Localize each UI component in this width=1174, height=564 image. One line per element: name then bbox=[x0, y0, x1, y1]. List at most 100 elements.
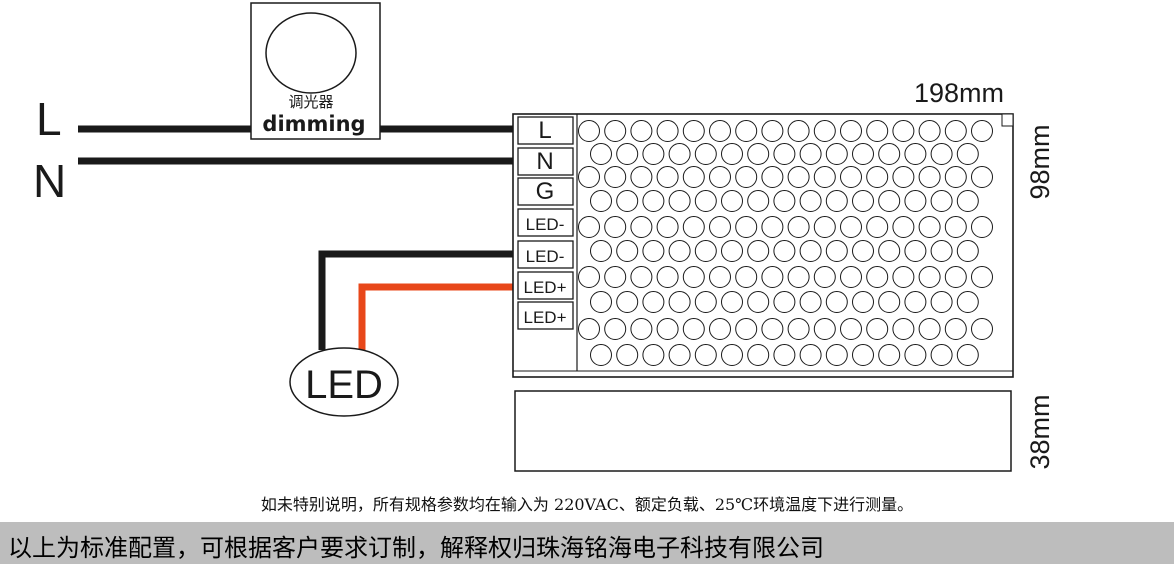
vent-hole bbox=[799, 143, 822, 165]
vent-hole bbox=[904, 291, 927, 313]
vent-hole bbox=[878, 344, 901, 366]
vent-hole bbox=[956, 190, 979, 212]
vent-hole bbox=[747, 240, 770, 262]
vent-hole bbox=[761, 166, 784, 188]
vent-hole bbox=[787, 318, 810, 340]
vent-hole bbox=[694, 190, 717, 212]
vent-hole bbox=[761, 266, 784, 288]
vent-hole bbox=[616, 291, 639, 313]
wire-label-l: L bbox=[36, 93, 62, 145]
vent-hole bbox=[630, 120, 653, 142]
vent-hole bbox=[616, 143, 639, 165]
vent-hole bbox=[747, 143, 770, 165]
vent-hole bbox=[971, 266, 993, 288]
wire-label-n: N bbox=[33, 155, 66, 207]
vent-hole bbox=[668, 291, 691, 313]
terminal-label-2: N bbox=[536, 148, 553, 175]
vent-hole bbox=[866, 216, 889, 238]
vent-hole bbox=[918, 318, 941, 340]
terminal-label-5: LED- bbox=[526, 247, 565, 266]
dimension-height: 38mm bbox=[1025, 394, 1055, 469]
vent-hole bbox=[852, 190, 874, 212]
vent-hole bbox=[956, 344, 979, 366]
vent-hole bbox=[668, 143, 691, 165]
power-supply-side-view bbox=[514, 390, 1012, 472]
vent-hole bbox=[930, 344, 953, 366]
vent-hole bbox=[813, 120, 836, 142]
vent-hole bbox=[761, 120, 784, 142]
vent-hole bbox=[852, 240, 874, 262]
terminal-4 bbox=[517, 208, 574, 237]
vent-hole bbox=[747, 344, 770, 366]
vent-hole bbox=[578, 318, 600, 340]
vent-hole bbox=[840, 266, 862, 288]
vent-hole bbox=[787, 120, 810, 142]
vent-hole bbox=[904, 240, 927, 262]
vent-hole bbox=[852, 143, 874, 165]
vent-hole bbox=[840, 216, 862, 238]
vent-hole bbox=[721, 344, 743, 366]
vent-hole bbox=[630, 266, 653, 288]
vent-hole-grid bbox=[578, 120, 993, 366]
vent-hole bbox=[642, 291, 665, 313]
vent-hole bbox=[918, 216, 941, 238]
vent-hole bbox=[892, 266, 915, 288]
vent-hole bbox=[668, 190, 691, 212]
vent-hole bbox=[761, 318, 784, 340]
wire-led-negative bbox=[318, 250, 518, 350]
led-load: LED bbox=[289, 347, 399, 417]
vent-hole bbox=[904, 190, 927, 212]
vent-hole bbox=[813, 166, 836, 188]
vent-hole bbox=[578, 216, 600, 238]
vent-hole bbox=[642, 143, 665, 165]
vent-hole bbox=[656, 166, 679, 188]
measurement-note: 如未特别说明，所有规格参数均在输入为 220VAC、额定负载、25℃环境温度下进… bbox=[260, 495, 914, 514]
vent-hole bbox=[930, 291, 953, 313]
vent-hole bbox=[825, 143, 848, 165]
vent-hole bbox=[590, 143, 612, 165]
vent-hole bbox=[904, 344, 927, 366]
vent-hole bbox=[682, 166, 705, 188]
terminal-2 bbox=[517, 147, 574, 176]
vent-hole bbox=[747, 291, 770, 313]
vent-hole bbox=[918, 266, 941, 288]
vent-hole bbox=[956, 291, 979, 313]
vent-hole bbox=[904, 143, 927, 165]
vent-hole bbox=[930, 190, 953, 212]
vent-hole bbox=[709, 166, 731, 188]
vent-hole bbox=[813, 318, 836, 340]
vent-hole bbox=[944, 166, 967, 188]
dimension-length: 198mm bbox=[914, 78, 1004, 108]
vent-hole bbox=[971, 318, 993, 340]
vent-hole bbox=[604, 266, 627, 288]
dimmer: 调光器 dimming bbox=[250, 2, 381, 140]
vent-hole bbox=[813, 266, 836, 288]
vent-hole bbox=[630, 318, 653, 340]
vent-hole bbox=[656, 318, 679, 340]
vent-hole bbox=[944, 318, 967, 340]
vent-hole bbox=[590, 240, 612, 262]
vent-hole bbox=[892, 318, 915, 340]
vent-hole bbox=[656, 216, 679, 238]
vent-hole bbox=[840, 120, 862, 142]
vent-hole bbox=[709, 216, 731, 238]
vent-hole bbox=[825, 291, 848, 313]
vent-hole bbox=[813, 216, 836, 238]
vent-hole bbox=[787, 266, 810, 288]
vent-hole bbox=[866, 166, 889, 188]
vent-hole bbox=[825, 344, 848, 366]
vent-hole bbox=[878, 143, 901, 165]
vent-hole bbox=[578, 266, 600, 288]
vent-hole bbox=[604, 318, 627, 340]
terminal-label-4: LED- bbox=[526, 215, 565, 234]
vent-hole bbox=[773, 240, 796, 262]
footer-bar: 以上为标准配置，可根据客户要求订制，解释权归珠海铭海电子科技有限公司 bbox=[0, 522, 1174, 564]
vent-hole bbox=[694, 344, 717, 366]
vent-hole bbox=[616, 190, 639, 212]
vent-hole bbox=[747, 190, 770, 212]
vent-hole bbox=[799, 190, 822, 212]
vent-hole bbox=[944, 216, 967, 238]
vent-hole bbox=[956, 240, 979, 262]
vent-hole bbox=[866, 266, 889, 288]
